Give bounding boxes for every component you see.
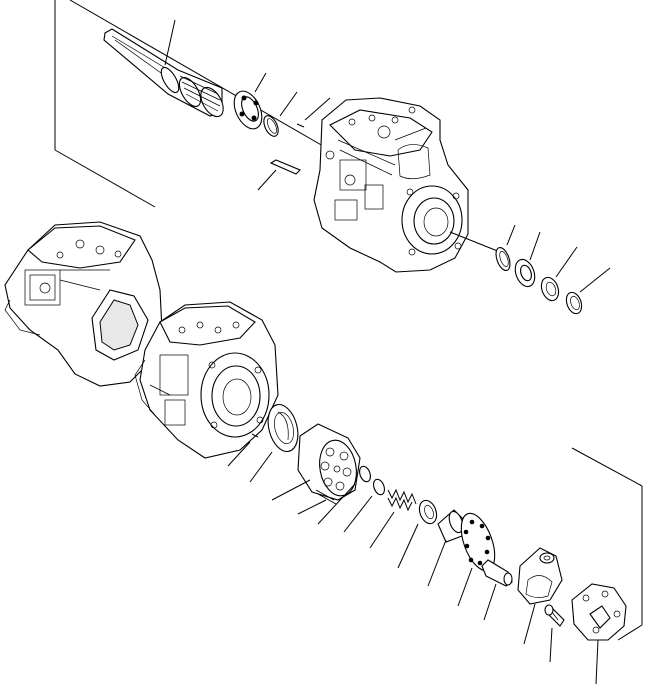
dowel-key — [269, 159, 301, 175]
leader-retainer-plate — [457, 567, 473, 607]
upper-pump-housing — [313, 97, 469, 273]
snap-ring-a — [495, 246, 511, 272]
leader-block-pins — [297, 499, 327, 515]
end-cover — [571, 583, 627, 641]
leader-swash-plate — [523, 603, 536, 645]
snap-ring-block — [359, 465, 371, 483]
rear-pump-housing — [4, 221, 163, 387]
leader-bushing — [427, 539, 447, 587]
leader-shaft — [164, 19, 176, 66]
leader-guide-pin — [483, 583, 497, 621]
cylinder-block — [297, 423, 361, 501]
leader-snap-ring — [279, 91, 298, 117]
leader-snap-ring-a — [506, 224, 516, 246]
leader-cylinder-block — [271, 479, 311, 501]
leader-bearing — [254, 72, 267, 93]
leader-snap-ring-b — [579, 267, 611, 293]
leader-dowel — [257, 169, 277, 191]
leader-valve-plate — [249, 451, 273, 483]
upper-axis-line — [449, 231, 506, 255]
snap-ring-upper — [263, 115, 279, 137]
snap-ring-b — [565, 291, 583, 315]
leader-retainer — [397, 523, 419, 569]
spacer-ring — [540, 276, 560, 302]
leader-bearing-race — [529, 231, 541, 261]
bearing-race — [514, 258, 536, 288]
middle-pump-housing — [134, 301, 279, 459]
leader-spacer-ring — [555, 246, 578, 278]
lower-plane-outline — [571, 447, 643, 641]
leader-snap-ring-block — [317, 483, 356, 525]
spring — [387, 488, 417, 512]
drive-shaft — [103, 28, 224, 118]
washer — [373, 478, 385, 496]
leader-end-cover — [595, 639, 599, 685]
screw — [544, 604, 565, 627]
block-pins — [315, 489, 337, 505]
pin-small — [296, 123, 305, 128]
leader-washer — [343, 495, 373, 533]
pin-valve — [251, 433, 259, 438]
upper-plane-outline — [54, 0, 331, 208]
leader-pin-valve — [227, 441, 251, 467]
valve-plate — [267, 403, 299, 453]
guide-pin — [481, 559, 513, 587]
spring-retainer — [418, 499, 438, 525]
swash-plate — [517, 547, 563, 605]
leader-pin — [304, 97, 331, 121]
bearing-upper — [233, 90, 263, 130]
leader-spring — [369, 511, 395, 549]
leader-screw — [549, 627, 553, 663]
